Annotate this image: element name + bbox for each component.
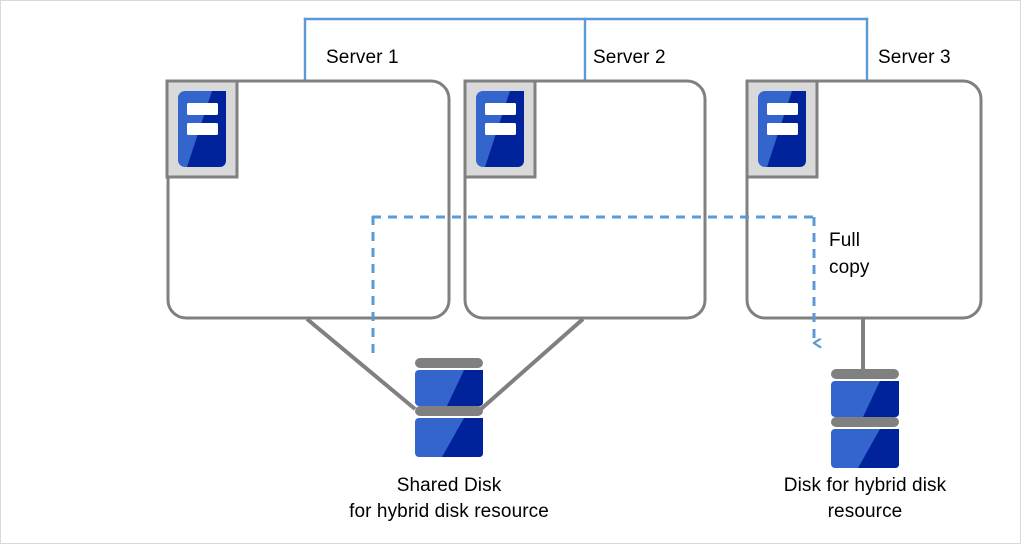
shared-disk-caption-line2: for hybrid disk resource [349,501,549,522]
full-copy-label-line1: Full [829,230,861,251]
server-label-3: Server 3 [878,47,951,68]
full-copy-dashed-path [371,215,814,357]
shared-disk-caption-line1: Shared Disk [396,475,502,496]
shared-disk-icon [415,358,483,457]
server-icon-2 [463,79,537,179]
server-label-2: Server 2 [593,47,666,68]
server-icon-1 [165,79,239,179]
full-copy-label-line2: copy [829,257,870,278]
mirror-disk-icon [831,369,899,468]
mirror-disk-caption-line2: resource [827,501,903,522]
mirror-disk-caption-line1: Disk for hybrid disk [783,475,947,496]
server-label-1: Server 1 [326,47,399,68]
server-icon-3 [745,79,819,179]
shared-disk-connectors [305,317,585,411]
network-bus [303,17,869,83]
